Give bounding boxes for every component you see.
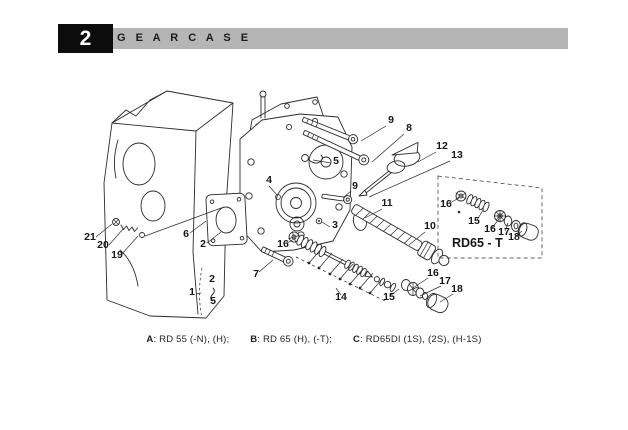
plug-part-3 — [315, 217, 323, 225]
part-label-7: 7 — [253, 268, 259, 280]
part-label-4: 4 — [266, 174, 272, 186]
inset-box-rd65t — [437, 175, 543, 259]
part-label-2: 2 — [200, 238, 206, 250]
part-label-5: 5 — [210, 295, 216, 307]
bolt-part-8 — [302, 130, 370, 166]
part-label-10: 10 — [424, 220, 436, 232]
part-label-15: 15 — [468, 215, 480, 227]
part-label-16: 16 — [440, 198, 452, 210]
bolt-part-9-top — [301, 116, 359, 145]
section-title: G E A R C A S E — [117, 32, 252, 44]
group-14-bracket — [295, 247, 386, 302]
part-label-17: 17 — [498, 226, 510, 238]
ring-part-13 — [386, 160, 406, 174]
washer-stack-16-17 — [401, 279, 428, 300]
part-label-21: 21 — [84, 231, 96, 243]
part-label-15: 15 — [383, 291, 395, 303]
part-label-17: 17 — [439, 275, 451, 287]
part-label-9: 9 — [388, 114, 394, 126]
part-label-12: 12 — [436, 140, 448, 152]
part-label-2: 2 — [209, 273, 215, 285]
part-label-9: 9 — [352, 180, 358, 192]
governor-spring-assembly — [288, 231, 397, 292]
model-caption: A: RD 55 (-N), (H); B: RD 65 (H), (-T); … — [0, 334, 628, 345]
part-label-11: 11 — [381, 197, 392, 209]
cap-part-18 — [425, 292, 449, 314]
caption-model-b: B: RD 65 (H), (-T); — [250, 334, 333, 345]
gear-case-body — [239, 90, 353, 253]
part-label-18: 18 — [451, 283, 463, 295]
part-label-18: 18 — [508, 231, 520, 243]
part-label-1: 1 — [189, 286, 195, 298]
side-cover-plate — [205, 192, 248, 247]
engine-block — [103, 90, 234, 319]
leader-lines — [95, 125, 523, 303]
screw-spring-ball-21-20-19 — [112, 206, 225, 238]
shaft-part-10 — [351, 204, 450, 266]
inset-title: RD65 - T — [452, 236, 503, 250]
inset-assembly — [455, 190, 539, 241]
section-number-box: 2 — [58, 24, 113, 53]
part-label-20: 20 — [97, 239, 109, 251]
part-label-14: 14 — [335, 291, 347, 303]
part-label-16: 16 — [277, 238, 289, 250]
part-label-19: 19 — [111, 249, 123, 261]
part-label-16: 16 — [484, 223, 496, 235]
part-label-6: 6 — [183, 228, 189, 240]
part-label-5: 5 — [333, 155, 339, 167]
section-title-bar: G E A R C A S E — [91, 28, 568, 49]
caption-model-c: C: RD65DI (1S), (2S), (H-1S) — [352, 334, 482, 345]
part-label-3: 3 — [332, 219, 338, 231]
part-label-16: 16 — [427, 267, 439, 279]
bolt-part-9-side — [321, 193, 353, 205]
section-number: 2 — [79, 27, 92, 50]
range-squiggle — [210, 287, 215, 302]
bolt-part-7 — [260, 246, 294, 267]
oil-filler-cap-12 — [358, 141, 421, 197]
caption-model-a: A: RD 55 (-N), (H); — [146, 334, 230, 345]
stud-part-4 — [275, 194, 281, 200]
part-label-8: 8 — [406, 122, 412, 134]
part-label-13: 13 — [451, 149, 463, 161]
